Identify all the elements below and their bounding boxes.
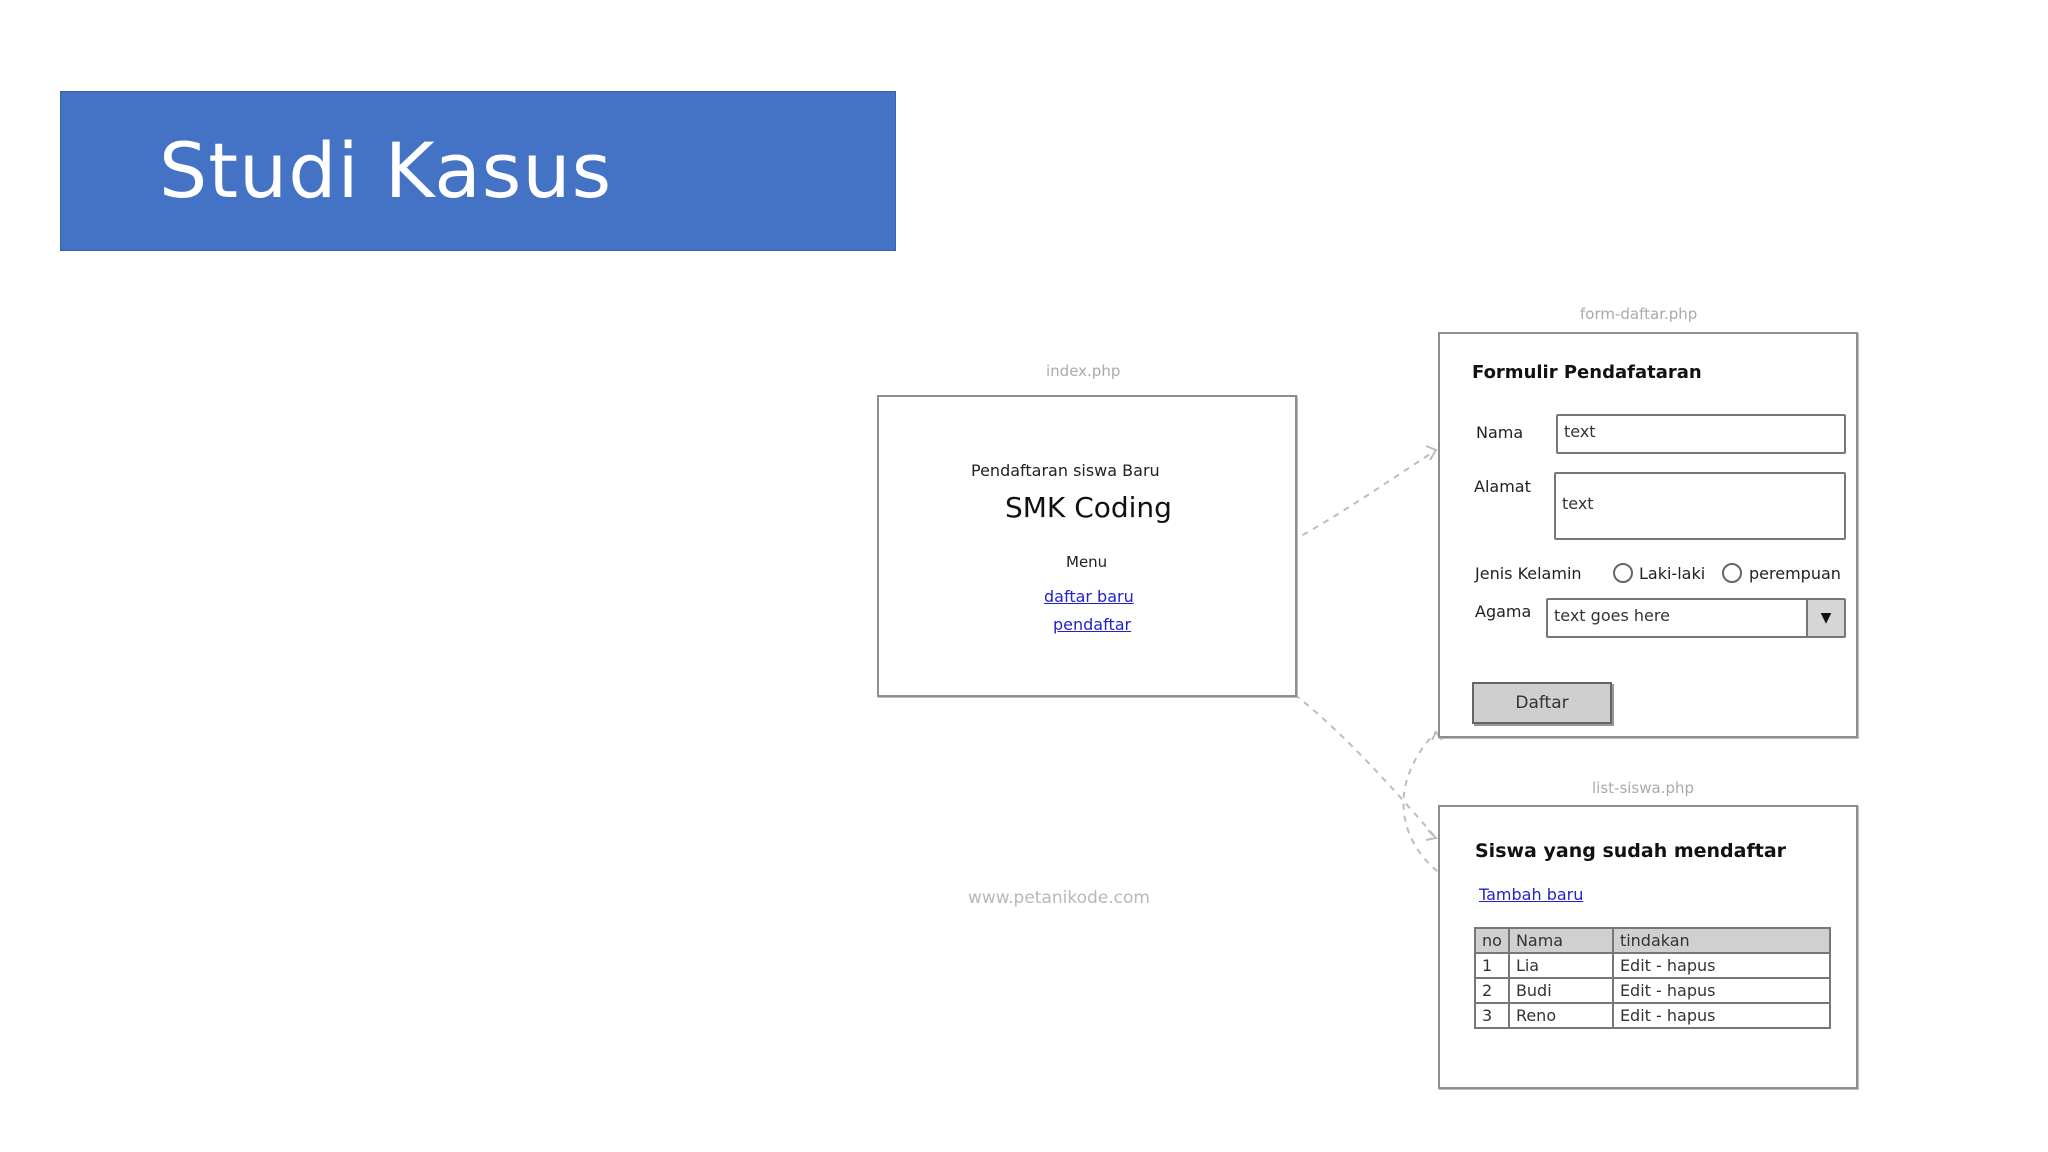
slide-title-banner: Studi Kasus xyxy=(60,91,896,251)
radio-laki-laki[interactable] xyxy=(1613,563,1633,583)
table-cell-no: 2 xyxy=(1474,977,1510,1004)
footer-credit: www.petanikode.com xyxy=(968,888,1150,908)
table-cell-tindakan[interactable]: Edit - hapus xyxy=(1611,977,1832,1004)
nama-input[interactable]: text xyxy=(1556,414,1846,454)
table-row: 3 Reno Edit - hapus xyxy=(1474,1002,1832,1029)
link-daftar-baru[interactable]: daftar baru xyxy=(1044,587,1134,606)
link-pendaftar[interactable]: pendaftar xyxy=(1053,615,1132,634)
table-cell-nama: Reno xyxy=(1507,1002,1614,1029)
list-page-frame: Siswa yang sudah mendaftar Tambah baru n… xyxy=(1438,805,1858,1089)
daftar-button[interactable]: Daftar xyxy=(1472,682,1612,724)
table-cell-no: 1 xyxy=(1474,952,1510,979)
form-file-label: form-daftar.php xyxy=(1580,305,1698,323)
gender-label: Jenis Kelamin xyxy=(1475,564,1582,583)
table-cell-tindakan[interactable]: Edit - hapus xyxy=(1611,952,1832,979)
tambah-baru-link[interactable]: Tambah baru xyxy=(1479,885,1584,904)
slide-title: Studi Kasus xyxy=(159,126,613,215)
nama-label: Nama xyxy=(1476,423,1524,442)
list-file-label: list-siswa.php xyxy=(1592,779,1695,797)
form-title: Formulir Pendafataran xyxy=(1472,362,1702,383)
menu-label: Menu xyxy=(1066,553,1108,571)
column-header-nama: Nama xyxy=(1507,927,1614,954)
table-cell-nama: Budi xyxy=(1507,977,1614,1004)
radio-laki-laki-label: Laki-laki xyxy=(1639,564,1706,583)
agama-select[interactable]: text goes here ▼ xyxy=(1546,598,1846,638)
agama-label: Agama xyxy=(1475,602,1532,621)
alamat-label: Alamat xyxy=(1474,477,1531,496)
index-file-label: index.php xyxy=(1046,362,1121,380)
students-table: no Nama tindakan 1 Lia Edit - hapus 2 Bu… xyxy=(1474,927,1832,1029)
radio-perempuan[interactable] xyxy=(1722,563,1742,583)
table-row: 2 Budi Edit - hapus xyxy=(1474,977,1832,1004)
agama-select-value: text goes here xyxy=(1554,606,1670,625)
column-header-no: no xyxy=(1474,927,1510,954)
index-subtitle: Pendaftaran siswa Baru xyxy=(971,461,1160,480)
column-header-tindakan: tindakan xyxy=(1611,927,1832,954)
form-page-frame: Formulir Pendafataran Nama text Alamat t… xyxy=(1438,332,1858,738)
index-page-frame: Pendaftaran siswa Baru SMK Coding Menu d… xyxy=(877,395,1297,697)
table-cell-tindakan[interactable]: Edit - hapus xyxy=(1611,1002,1832,1029)
alamat-textarea[interactable]: text xyxy=(1554,472,1846,540)
table-row: 1 Lia Edit - hapus xyxy=(1474,952,1832,979)
radio-perempuan-label: perempuan xyxy=(1749,564,1841,583)
chevron-down-icon[interactable]: ▼ xyxy=(1806,600,1844,636)
index-heading: SMK Coding xyxy=(1005,491,1172,524)
table-cell-nama: Lia xyxy=(1507,952,1614,979)
list-title: Siswa yang sudah mendaftar xyxy=(1475,840,1787,862)
table-cell-no: 3 xyxy=(1474,1002,1510,1029)
table-header-row: no Nama tindakan xyxy=(1474,927,1832,954)
